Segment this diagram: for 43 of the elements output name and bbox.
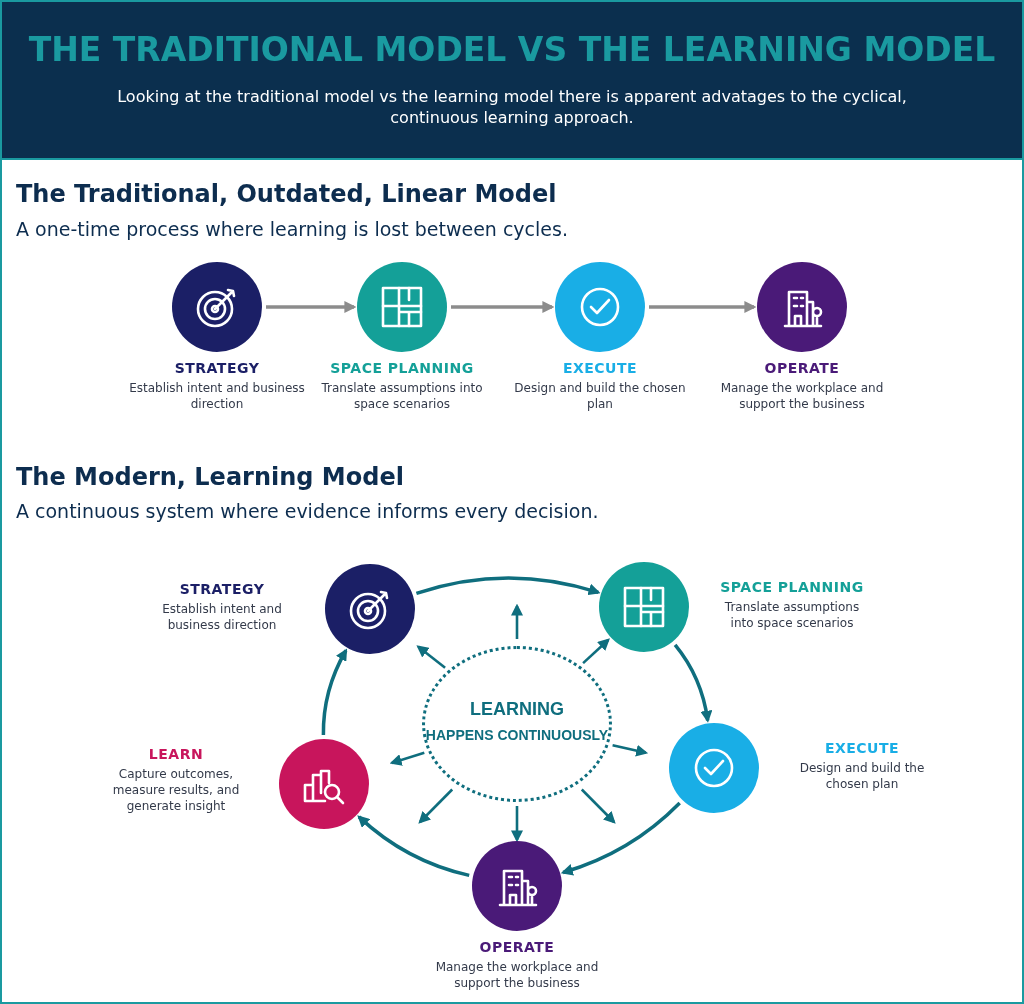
step-title: OPERATE [763,360,841,376]
step-description: Translate assumptions into space scenarios [320,380,484,412]
arrow [673,643,713,723]
step-description: Establish intent and business direction [161,601,283,633]
page-title: THE TRADITIONAL MODEL VS THE LEARNING MODEL [27,30,997,69]
arrow [357,815,470,878]
arrow [580,788,616,824]
step-description: Design and build the chosen plan [513,380,687,412]
arrow [389,751,425,766]
arrow [415,576,601,596]
arrow [582,638,610,665]
step-title: SPACE PLANNING [719,579,865,595]
dotted-circle [422,646,612,802]
center-title: LEARNING [469,699,565,720]
arrow [266,301,357,313]
section-heading: The Modern, Learning Model [16,463,404,491]
arrow [612,744,649,757]
step-title: EXECUTE [561,360,639,376]
step-description: Establish intent and business direction [128,380,306,412]
step-description: Manage the workplace and support the business [434,959,600,991]
section-subtitle: A one-time process where learning is lost between cycles. [16,218,568,240]
step-description: Translate assumptions into space scenarios [723,599,861,631]
arrow [321,648,348,735]
step-title: STRATEGY [178,581,266,597]
subtitle-text: Looking at the traditional model vs the learning model there is apparent advatages to the cyclical, continuous learning approach. [116,86,908,128]
step-title: OPERATE [478,939,556,955]
section-subtitle: A continuous system where evidence informs every decision. [16,500,599,522]
center-subtitle: HAPPENS CONTINUOUSLY [425,727,609,743]
arrow [416,645,446,669]
step-title: LEARN [147,746,205,762]
arrow [560,801,681,876]
step-description: Design and build the chosen plan [798,760,926,792]
arrow [451,301,555,313]
section-heading: The Traditional, Outdated, Linear Model [16,180,557,208]
step-title: STRATEGY [173,360,261,376]
step-description: Manage the workplace and support the business [719,380,885,412]
arrow [649,301,757,313]
step-title: EXECUTE [823,740,901,756]
step-title: SPACE PLANNING [329,360,475,376]
arrow [511,806,523,843]
step-description: Capture outcomes, measure results, and generate insight [111,766,241,814]
arrow [511,603,523,639]
arrow [418,788,454,824]
